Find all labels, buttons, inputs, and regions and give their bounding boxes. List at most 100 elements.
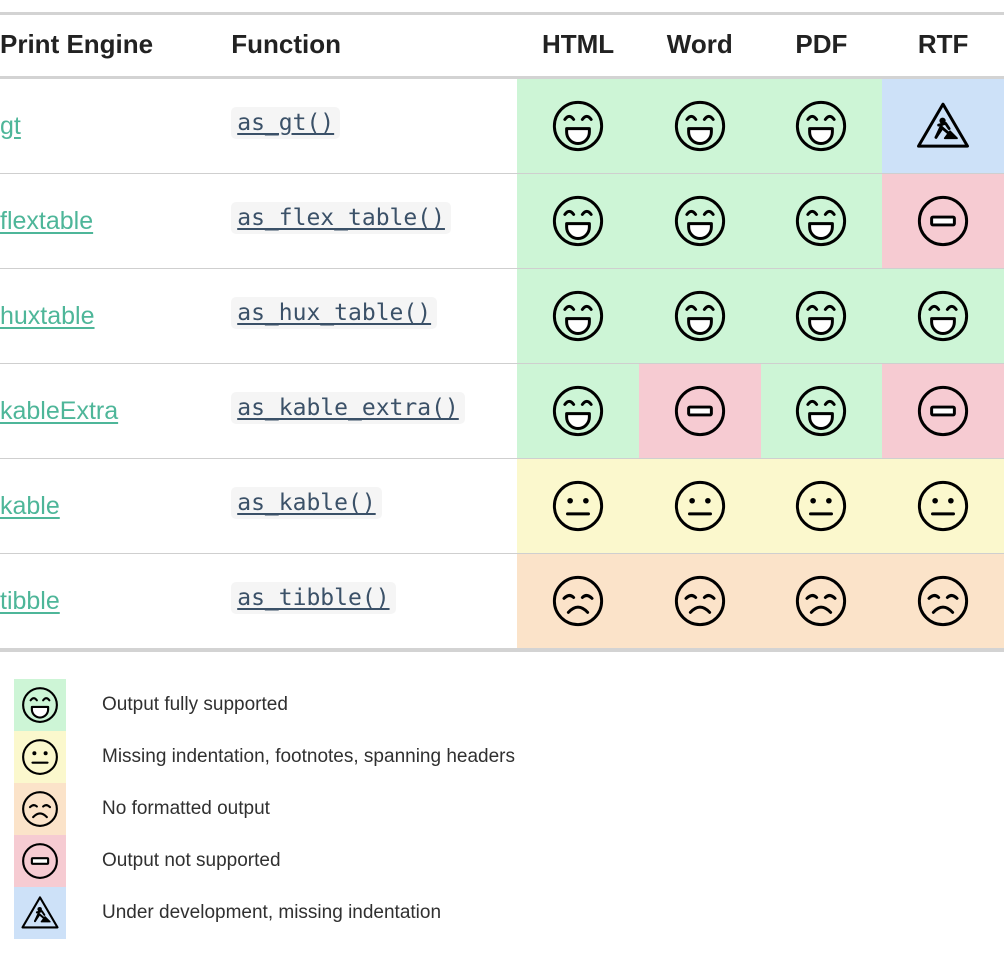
column-header-word: Word bbox=[638, 12, 761, 79]
function-link[interactable]: as_kable_extra() bbox=[231, 392, 465, 424]
engine-link[interactable]: gt bbox=[0, 111, 21, 140]
neutral-icon bbox=[550, 480, 606, 532]
happy-icon bbox=[550, 100, 606, 152]
sad-icon bbox=[20, 789, 60, 829]
function-cell: as_flex_table() bbox=[231, 173, 518, 269]
happy-icon bbox=[20, 685, 60, 725]
blocked-icon bbox=[672, 385, 728, 437]
function-clip: as_flex_table() bbox=[231, 202, 495, 240]
sad-icon bbox=[550, 575, 606, 627]
happy-icon bbox=[672, 290, 728, 342]
engine-link[interactable]: tibble bbox=[0, 586, 60, 615]
legend-swatch bbox=[14, 731, 66, 783]
status-cell-pdf bbox=[760, 268, 883, 364]
status-cell-pdf bbox=[760, 173, 883, 269]
engine-cell: huxtable bbox=[0, 268, 232, 364]
status-cell-pdf bbox=[760, 458, 883, 554]
function-cell: as_hux_table() bbox=[231, 268, 518, 364]
neutral-icon bbox=[20, 737, 60, 777]
neutral-icon bbox=[672, 480, 728, 532]
status-cell-html bbox=[517, 363, 639, 459]
legend-item: No formatted output bbox=[14, 783, 984, 835]
happy-icon bbox=[672, 100, 728, 152]
legend-swatch bbox=[14, 835, 66, 887]
function-link[interactable]: as_kable() bbox=[231, 487, 382, 519]
legend-label: Output fully supported bbox=[102, 694, 288, 715]
column-header-html: HTML bbox=[517, 12, 639, 79]
legend-item: Under development, missing indentation bbox=[14, 887, 984, 939]
status-cell-html bbox=[517, 173, 639, 269]
sad-icon bbox=[672, 575, 728, 627]
status-cell-rtf bbox=[882, 458, 1004, 554]
table-row: flextable as_flex_table() bbox=[0, 173, 1004, 269]
function-link[interactable]: as_gt() bbox=[231, 107, 341, 139]
status-cell-html bbox=[517, 77, 639, 174]
table-bottom-rule bbox=[0, 648, 1004, 652]
status-cell-rtf bbox=[882, 363, 1004, 459]
status-cell-html bbox=[517, 553, 639, 648]
status-cell-word bbox=[638, 363, 761, 459]
function-cell: as_kable() bbox=[231, 458, 518, 554]
blocked-icon bbox=[915, 195, 971, 247]
engine-cell: kable bbox=[0, 458, 232, 554]
legend-item: Output not supported bbox=[14, 835, 984, 887]
function-link[interactable]: as_hux_table() bbox=[231, 297, 438, 329]
table-row: kable as_kable() bbox=[0, 458, 1004, 554]
blocked-icon bbox=[915, 385, 971, 437]
engine-link[interactable]: flextable bbox=[0, 206, 94, 235]
status-cell-word bbox=[638, 268, 761, 364]
construction-icon bbox=[915, 102, 971, 148]
happy-icon bbox=[915, 290, 971, 342]
status-cell-rtf bbox=[882, 268, 1004, 364]
function-clip: as_hux_table() bbox=[231, 297, 495, 335]
table-row: gt as_gt() bbox=[0, 77, 1004, 174]
construction-icon bbox=[20, 893, 60, 933]
table-row: tibble as_tibble() bbox=[0, 553, 1004, 649]
support-table: Print Engine Function HTML Word PDF RTF … bbox=[0, 12, 1004, 648]
legend-swatch bbox=[14, 887, 66, 939]
engine-cell: kableExtra bbox=[0, 363, 232, 459]
legend-label: Under development, missing indentation bbox=[102, 902, 442, 923]
engine-link[interactable]: kableExtra bbox=[0, 396, 119, 425]
function-clip: as_kable_extra() bbox=[231, 392, 495, 430]
function-link[interactable]: as_flex_table() bbox=[231, 202, 451, 234]
sad-icon bbox=[793, 575, 849, 627]
status-cell-pdf bbox=[760, 553, 883, 648]
happy-icon bbox=[793, 195, 849, 247]
legend-label: No formatted output bbox=[102, 798, 270, 819]
happy-icon bbox=[793, 385, 849, 437]
status-cell-word bbox=[638, 173, 761, 269]
status-cell-html bbox=[517, 458, 639, 554]
status-cell-html bbox=[517, 268, 639, 364]
function-link[interactable]: as_tibble() bbox=[231, 582, 396, 614]
neutral-icon bbox=[793, 480, 849, 532]
status-cell-word bbox=[638, 553, 761, 648]
column-header-print-engine: Print Engine bbox=[0, 12, 232, 79]
status-cell-pdf bbox=[760, 363, 883, 459]
engine-link[interactable]: kable bbox=[0, 491, 60, 520]
status-cell-rtf bbox=[882, 173, 1004, 269]
engine-link[interactable]: huxtable bbox=[0, 301, 95, 330]
status-cell-word bbox=[638, 77, 761, 174]
function-clip: as_gt() bbox=[231, 107, 495, 145]
legend-item: Output fully supported bbox=[14, 679, 984, 731]
table-row: kableExtra as_kable_extra() bbox=[0, 363, 1004, 459]
function-clip: as_kable() bbox=[231, 487, 495, 525]
column-header-function: Function bbox=[231, 12, 518, 79]
happy-icon bbox=[793, 290, 849, 342]
status-cell-pdf bbox=[760, 77, 883, 174]
blocked-icon bbox=[20, 841, 60, 881]
engine-cell: gt bbox=[0, 77, 232, 174]
engine-cell: tibble bbox=[0, 554, 231, 649]
function-cell: as_gt() bbox=[231, 77, 518, 174]
legend-label: Missing indentation, footnotes, spanning… bbox=[102, 746, 515, 767]
table-row: huxtable as_hux_table() bbox=[0, 268, 1004, 364]
column-header-rtf: RTF bbox=[882, 12, 1004, 79]
happy-icon bbox=[550, 290, 606, 342]
status-cell-word bbox=[638, 458, 761, 554]
function-clip: as_tibble() bbox=[231, 582, 495, 620]
happy-icon bbox=[793, 100, 849, 152]
status-cell-rtf bbox=[882, 77, 1004, 174]
